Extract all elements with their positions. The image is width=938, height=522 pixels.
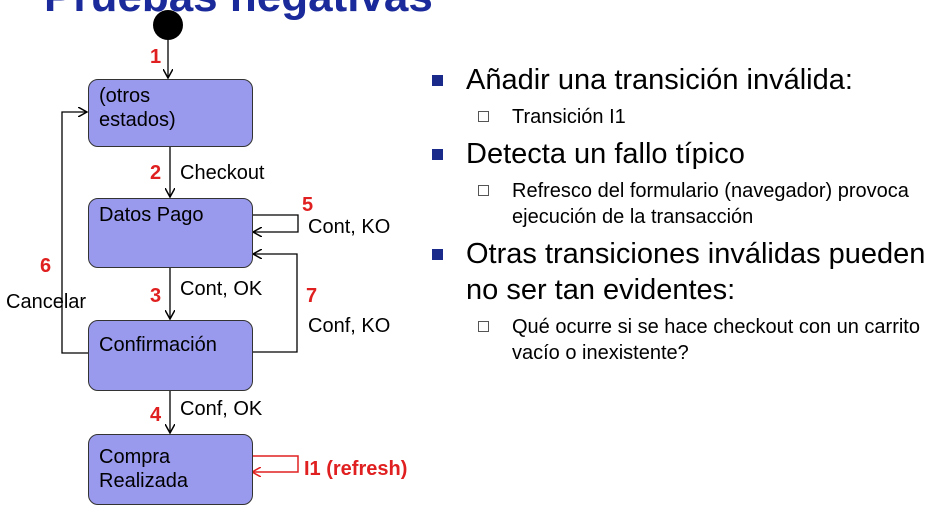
transition-5-line [252,214,299,232]
transition-i1-line [252,455,299,472]
transition-7-number: 7 [306,285,318,307]
sub-bullet-text: Refresco del formulario (navegador) prov… [512,180,909,228]
bullet-text: Añadir una transición inválida: [466,64,853,96]
transition-2-label: Checkout [180,162,265,184]
transition-3-label: Cont, OK [180,278,263,300]
transition-6-line [61,112,88,354]
state-otros-estados: (otros estados) [88,79,253,147]
transition-7-label: Conf, KO [308,315,391,337]
state-label: Datos Pago [99,204,204,226]
transition-7-line [252,254,298,353]
bullet-list: Añadir una transición inválida: Transici… [432,56,932,370]
sub-bullet-item: Refresco del formulario (navegador) prov… [432,178,932,230]
transition-3-number: 3 [150,285,162,307]
sub-bullet-text: Qué ocurre si se hace checkout con un ca… [512,316,920,364]
state-label: estados) [99,109,176,131]
sub-bullet-text: Transición I1 [512,106,626,128]
transition-5-label: Cont, KO [308,216,391,238]
bullet-item: Otras transiciones inválidas pueden no s… [432,236,932,308]
hollow-square-bullet-icon [478,321,489,332]
square-bullet-icon [432,249,443,260]
initial-state-dot [153,10,183,40]
transition-4-label: Conf, OK [180,398,263,420]
state-confirmacion: Confirmación [88,320,253,391]
bullet-item: Añadir una transición inválida: [432,62,932,98]
transition-2-number: 2 [150,162,162,184]
square-bullet-icon [432,149,443,160]
bullet-text: Detecta un fallo típico [466,138,745,170]
bullet-item: Detecta un fallo típico [432,136,932,172]
state-label: Confirmación [99,334,217,356]
hollow-square-bullet-icon [478,185,489,196]
state-label: Compra [99,446,171,468]
transition-i1-label: I1 (refresh) [304,458,408,480]
sub-bullet-item: Transición I1 [432,104,932,130]
transition-6-number: 6 [40,255,52,277]
bullet-text: Otras transiciones inválidas pueden no s… [466,238,926,306]
hollow-square-bullet-icon [478,111,489,122]
state-compra-realizada: Compra Realizada [88,434,253,505]
state-datos-pago: Datos Pago [88,198,253,268]
page-title: Pruebas negativas [44,0,433,22]
state-label: Realizada [99,470,188,492]
transition-5-number: 5 [302,194,314,216]
square-bullet-icon [432,75,443,86]
state-label: (otros [99,85,151,107]
transition-4-number: 4 [150,404,162,426]
sub-bullet-item: Qué ocurre si se hace checkout con un ca… [432,314,932,366]
transition-6-label: Cancelar [6,291,87,313]
transition-1-number: 1 [150,46,162,68]
